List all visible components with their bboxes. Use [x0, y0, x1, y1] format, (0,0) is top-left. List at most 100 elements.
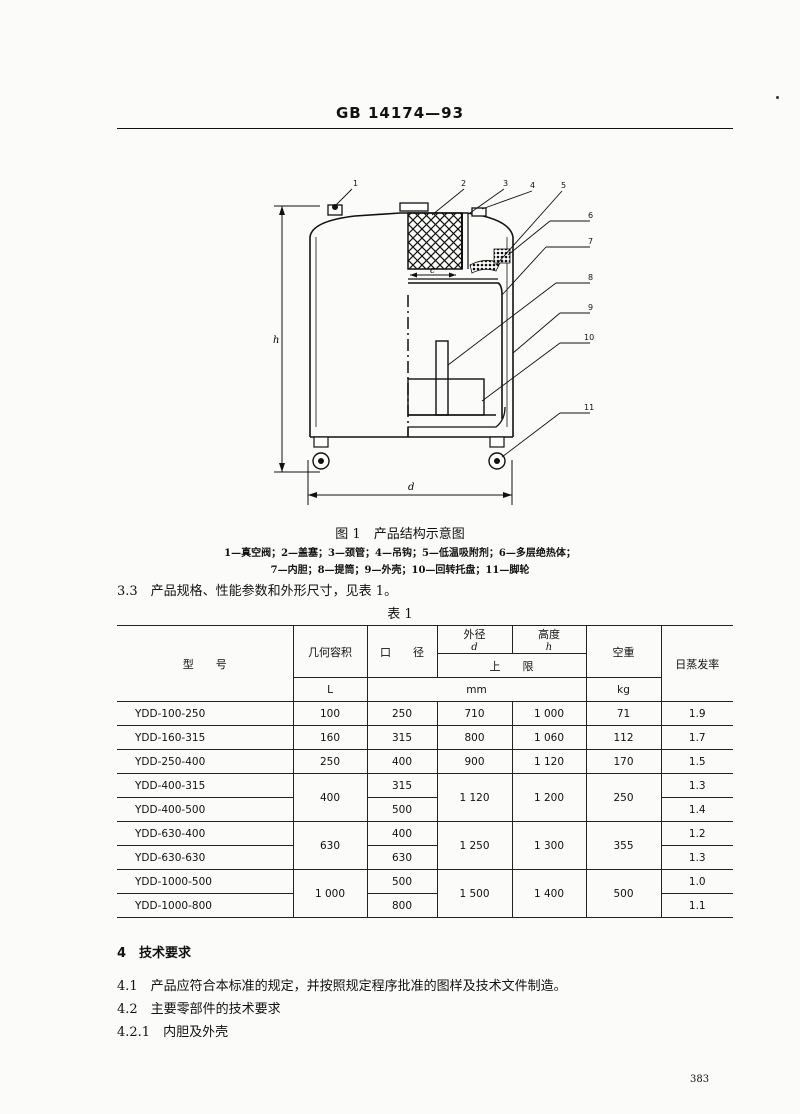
- product-structure-diagram: h d c: [273, 179, 594, 505]
- cell-bore: 500: [366, 869, 438, 894]
- cell-volume: 630: [292, 821, 368, 870]
- width-dimension: d: [307, 460, 513, 505]
- lift-canister: [435, 340, 449, 416]
- callout-11: 11: [584, 403, 594, 412]
- cell-bore: 400: [366, 749, 438, 774]
- caster-right: [488, 436, 506, 470]
- table-row: YDD-1000-800 800 1.1: [117, 893, 733, 918]
- header-height: 高度 h: [511, 625, 587, 654]
- cell-bore: 500: [366, 797, 438, 822]
- cell-volume: 250: [292, 749, 368, 774]
- cell-height: 1 000: [511, 701, 587, 726]
- header-outer-dia-label: 外径: [463, 628, 486, 641]
- callout-8: 8: [588, 273, 593, 282]
- section-4-2-1: 4.2.1 内胆及外壳: [117, 1025, 229, 1040]
- cell-model: YDD-630-630: [117, 845, 294, 870]
- header-height-label: 高度: [538, 628, 560, 641]
- header-outer-dia-symbol: d: [471, 642, 478, 653]
- cell-bore: 315: [366, 725, 438, 750]
- cell-model: YDD-1000-800: [117, 893, 294, 918]
- cell-weight: 170: [585, 749, 662, 774]
- cell-outer: 710: [436, 701, 513, 726]
- figure-caption: 图 1 产品结构示意图: [335, 527, 465, 542]
- inner-liner: [408, 282, 503, 419]
- cell-volume: 400: [292, 773, 368, 822]
- multilayer-insulation: [493, 248, 511, 264]
- cell-outer: 1 120: [436, 773, 513, 822]
- cell-model: YDD-400-500: [117, 797, 294, 822]
- cell-evap: 1.5: [660, 749, 733, 774]
- table-row: YDD-630-400 630 400 1 250 1 300 355 1.2: [117, 821, 733, 870]
- callout-6: 6: [588, 211, 593, 220]
- cell-evap: 1.3: [660, 845, 733, 870]
- page-number: 383: [690, 1074, 710, 1085]
- cell-volume: 1 000: [292, 869, 368, 918]
- outer-shell: [309, 212, 514, 438]
- cell-weight: 500: [585, 869, 662, 918]
- header-bore: 口 径: [366, 625, 438, 678]
- cell-outer: 800: [436, 725, 513, 750]
- figure-legend-line-2: 7—内胆；8—提筒；9—外壳；10—回转托盘；11—脚轮: [270, 565, 530, 576]
- table-row: YDD-1000-500 1 000 500 1 500 1 400 500 1…: [117, 869, 733, 918]
- scan-speck: [776, 96, 779, 99]
- callout-10: 10: [584, 333, 594, 342]
- unit-volume: L: [293, 677, 368, 702]
- spec-table: 型 号 几何容积 口 径 外径 d 高度 h 空重 日蒸发率 上 限 L mm …: [117, 625, 733, 918]
- cell-model: YDD-630-400: [117, 821, 294, 846]
- cell-evap: 1.9: [660, 701, 733, 726]
- section-4-1: 4.1 产品应符合本标准的规定，并按照规定程序批准的图样及技术文件制造。: [117, 979, 567, 994]
- header-empty-weight: 空重: [585, 625, 662, 678]
- table-row: YDD-400-500 500 1.4: [117, 797, 733, 822]
- dim-d-label: d: [408, 482, 414, 493]
- leader-lines: [335, 188, 590, 458]
- header-volume: 几何容积: [292, 625, 368, 678]
- callout-1: 1: [353, 179, 358, 188]
- cell-model: YDD-100-250: [117, 701, 294, 726]
- callout-2: 2: [461, 179, 466, 188]
- callout-9: 9: [588, 303, 593, 312]
- dim-h-label: h: [273, 335, 279, 346]
- cell-evap: 1.7: [660, 725, 733, 750]
- table-row: YDD-100-250 100 250 710 1 000 71 1.9: [117, 701, 733, 726]
- unit-mm: mm: [366, 677, 587, 702]
- section-3-3: 3.3 产品规格、性能参数和外形尺寸，见表 1。: [117, 584, 398, 599]
- cell-volume: 160: [292, 725, 368, 750]
- dim-c-label: c: [430, 266, 435, 276]
- callout-7: 7: [588, 237, 593, 246]
- cell-height: 1 060: [511, 725, 587, 750]
- lid-top: [399, 202, 429, 212]
- header-upper-limit: 上 限: [437, 653, 586, 678]
- header-rule: [117, 128, 733, 129]
- cell-height: 1 300: [511, 821, 587, 870]
- cell-model: YDD-1000-500: [117, 869, 294, 894]
- callout-3: 3: [503, 179, 508, 188]
- cell-model: YDD-250-400: [117, 749, 294, 774]
- lid-plug: [407, 212, 463, 270]
- low-temp-adsorbent: [469, 260, 501, 274]
- cell-evap: 1.4: [660, 797, 733, 822]
- cell-outer: 900: [436, 749, 513, 774]
- caster-left: [312, 436, 330, 470]
- header-height-symbol: h: [545, 642, 553, 653]
- cell-height: 1 200: [511, 773, 587, 822]
- cell-bore: 800: [366, 893, 438, 918]
- cell-evap: 1.2: [660, 821, 733, 846]
- table-row: YDD-400-315 400 315 1 120 1 200 250 1.3: [117, 773, 733, 822]
- cell-model: YDD-160-315: [117, 725, 294, 750]
- cell-height: 1 400: [511, 869, 587, 918]
- table-title: 表 1: [387, 607, 413, 622]
- standard-code: GB 14174—93: [335, 104, 465, 122]
- section-4-heading: 4 技术要求: [117, 946, 192, 961]
- cell-evap: 1.0: [660, 869, 733, 894]
- cell-weight: 250: [585, 773, 662, 822]
- cell-height: 1 120: [511, 749, 587, 774]
- cell-evap: 1.1: [660, 893, 733, 918]
- height-dimension: h: [273, 205, 320, 473]
- cell-outer: 1 250: [436, 821, 513, 870]
- figure-legend-line-1: 1—真空阀；2—盖塞；3—颈管；4—吊钩；5—低温吸附剂；6—多层绝热体；: [224, 548, 576, 559]
- table-row: YDD-250-400 250 400 900 1 120 170 1.5: [117, 749, 733, 774]
- cell-bore: 630: [366, 845, 438, 870]
- header-model: 型 号: [117, 625, 294, 702]
- cell-weight: 71: [585, 701, 662, 726]
- table-row: YDD-630-630 630 1.3: [117, 845, 733, 870]
